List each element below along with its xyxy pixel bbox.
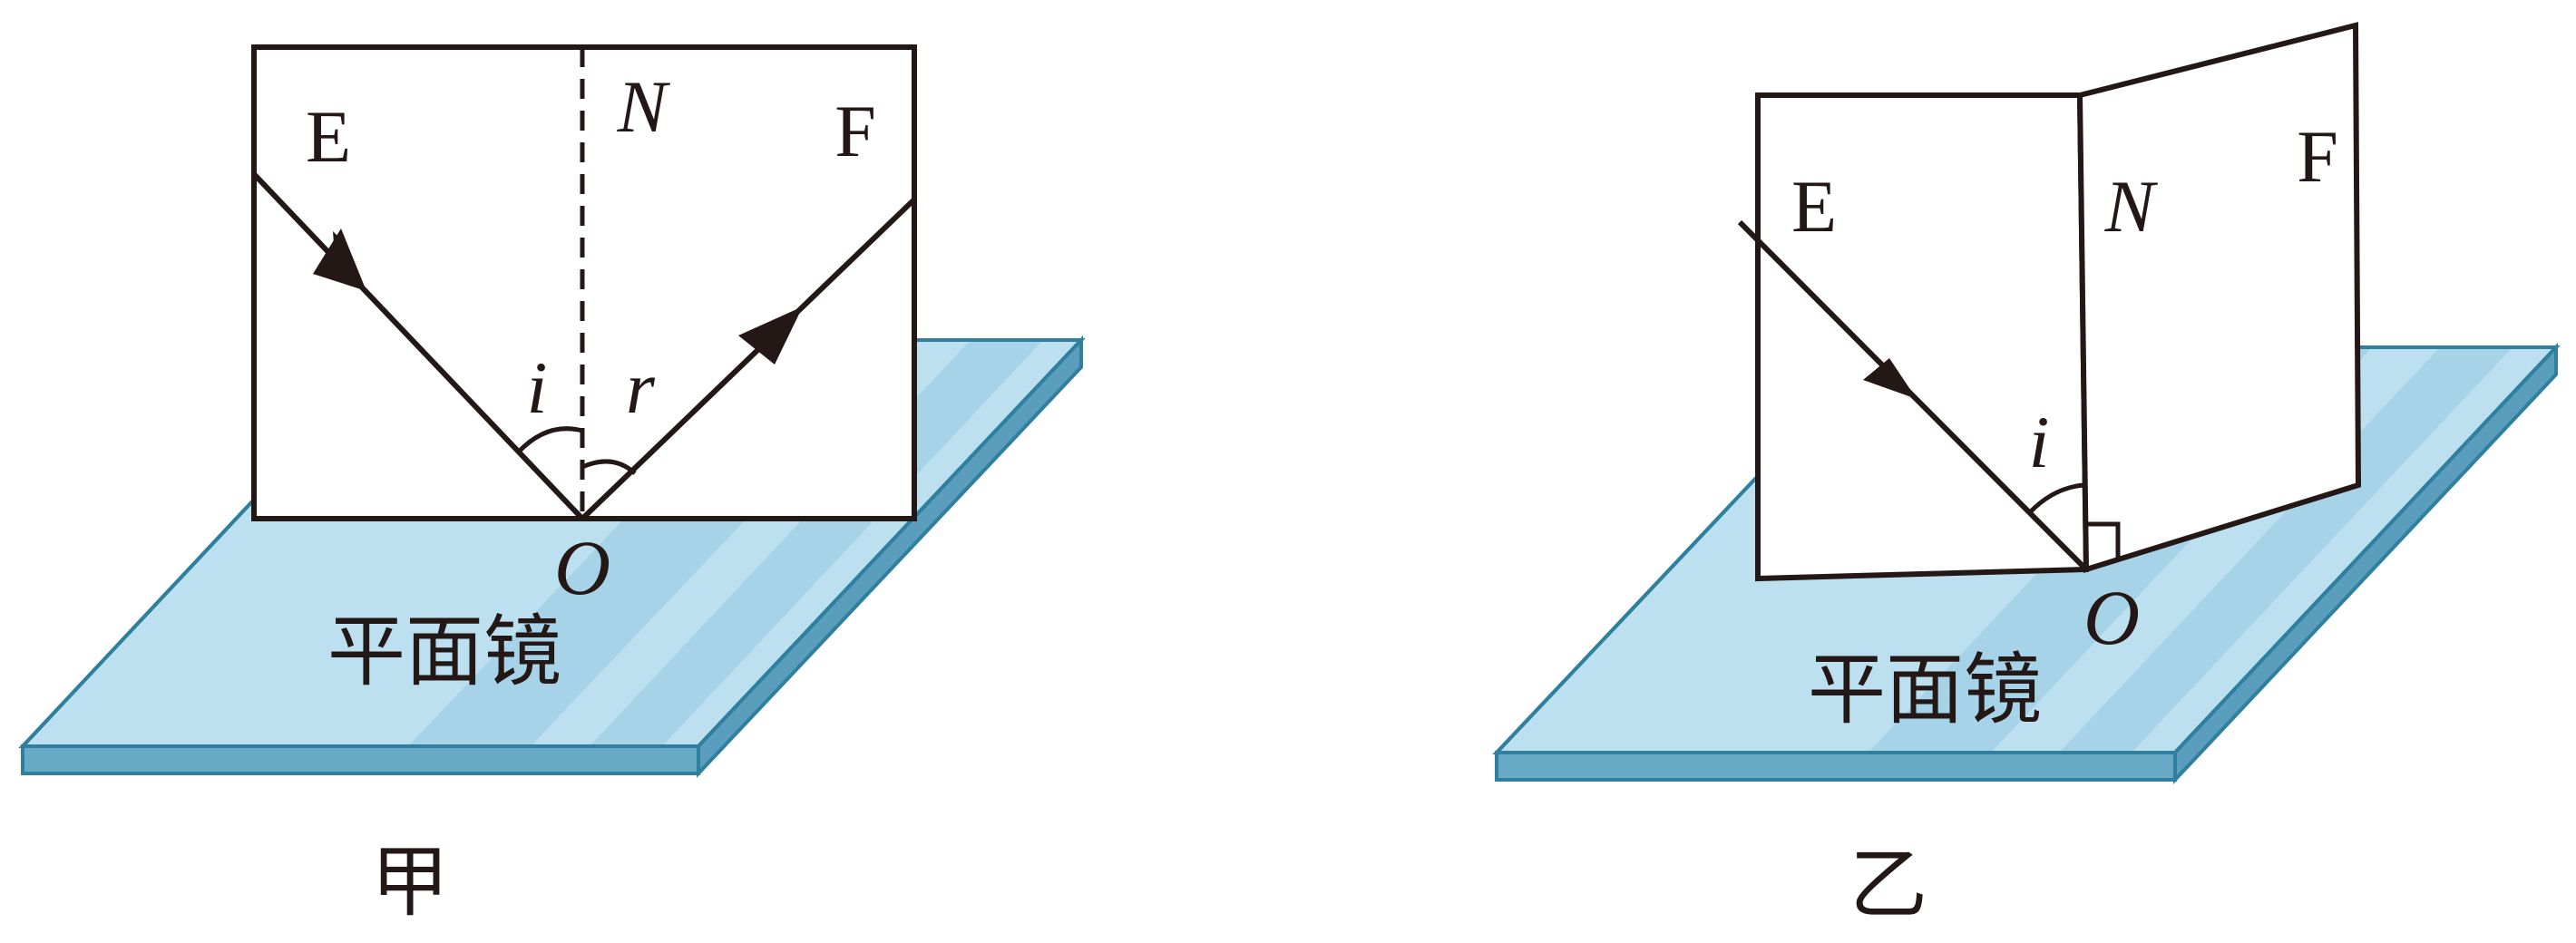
figure-a-point-label: O — [554, 524, 610, 611]
figure-b-mirror-side-edge — [2173, 342, 2558, 785]
figure-b-incident-angle-arc — [2028, 482, 2084, 514]
figure-b-mirror-stripe — [2059, 347, 2513, 753]
figure-b-mirror-front-edge — [1495, 751, 2177, 782]
figure-b-mirror-label: 平面镜 — [1808, 645, 2042, 735]
figure-a-normal-label: N — [617, 65, 671, 148]
figure-a-mirror-label: 平面镜 — [327, 607, 561, 697]
figure-b-incident-angle-label: i — [2029, 401, 2050, 483]
figure-a-incident-angle-label: i — [527, 346, 548, 429]
figure-b-board-f — [2076, 22, 2362, 574]
figure-a-reflected-arrow-head — [738, 306, 803, 365]
figure-b-point-label: O — [2083, 574, 2140, 661]
figure-a-board-left-label: E — [306, 95, 351, 178]
figure-b: 平面镜 E F N i O 乙 — [1492, 22, 2561, 930]
figure-a: 平面镜 E F N i r O 甲 — [18, 44, 1086, 928]
figure-a-reflected-ray — [580, 197, 917, 521]
figure-b-board-right-label: F — [2297, 115, 2338, 198]
figure-a-reflected-angle-arc — [581, 459, 637, 475]
figure-b-normal-line — [2077, 94, 2089, 570]
figure-a-mirror-side-edge — [697, 335, 1083, 779]
figure-a-mirror-front-edge — [21, 744, 700, 775]
figure-a-incident-angle-arc — [517, 426, 583, 453]
figure-a-board-right-label: F — [834, 90, 876, 172]
figure-a-caption: 甲 — [371, 837, 449, 928]
figure-a-incident-arrow-head — [313, 228, 366, 291]
figure-b-normal-label: N — [2104, 165, 2159, 248]
figure-a-reflected-angle-label: r — [626, 346, 656, 429]
figure-a-mirror-stripe — [590, 340, 1043, 746]
figure-b-caption: 乙 — [1849, 840, 1927, 930]
figure-b-incident-arrow-head — [1863, 358, 1917, 399]
figure-b-board-left-label: E — [1791, 165, 1837, 248]
figure-a-incident-ray — [251, 171, 585, 521]
figure-b-right-angle-mark — [2086, 521, 2121, 560]
